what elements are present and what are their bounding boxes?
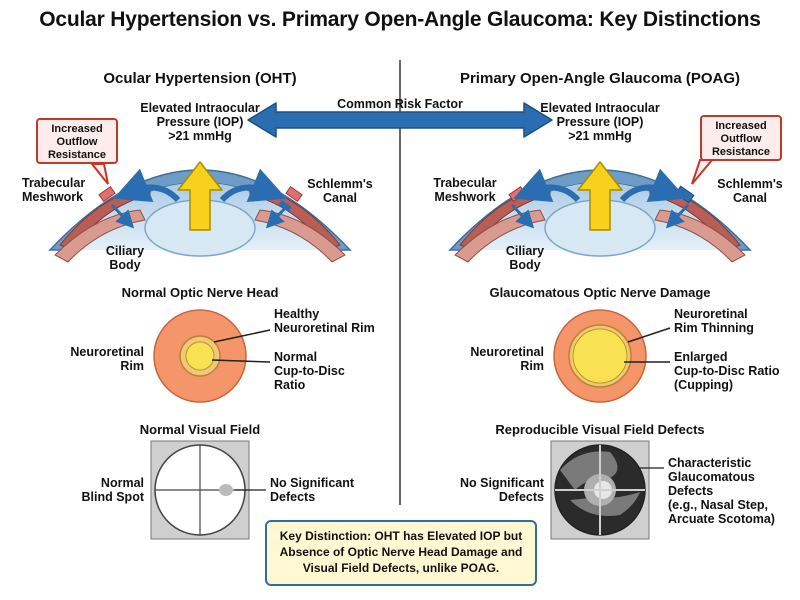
- callout-line: Outflow: [720, 133, 762, 145]
- left-ciliary-label: Ciliary Body: [95, 244, 155, 272]
- label-line: Ciliary: [105, 244, 145, 258]
- iop-line: Pressure (IOP): [556, 115, 644, 129]
- label-line: Blind Spot: [81, 490, 145, 504]
- label-line: Defects: [668, 484, 714, 498]
- iop-line: >21 mmHg: [168, 129, 232, 143]
- left-onh-top-label: Healthy Neuroretinal Rim: [274, 307, 394, 335]
- left-onh-bottom-label: Normal Cup-to-Disc Ratio: [274, 350, 374, 392]
- label-line: Canal: [322, 191, 358, 205]
- right-onh-rim-label: Neuroretinal Rim: [450, 345, 544, 373]
- key-distinction-box: Key Distinction: OHT has Elevated IOP bu…: [265, 520, 537, 586]
- left-vf-title: Normal Visual Field: [139, 422, 261, 437]
- label-line: Rim: [120, 359, 144, 373]
- label-line: Ratio: [274, 378, 306, 392]
- label-line: Arcuate Scotoma): [668, 512, 775, 526]
- label-line: Meshwork: [22, 190, 84, 204]
- right-iop-label: Elevated Intraocular Pressure (IOP) >21 …: [540, 101, 660, 143]
- label-line: Rim: [520, 359, 544, 373]
- label-line: Rim Thinning: [674, 321, 754, 335]
- label-line: Trabecular: [22, 176, 86, 190]
- right-outflow-callout: Increased Outflow Resistance: [700, 115, 782, 161]
- label-line: (Cupping): [674, 378, 734, 392]
- common-risk-label: Common Risk Factor: [337, 97, 463, 111]
- right-vf-title: Reproducible Visual Field Defects: [495, 422, 705, 437]
- right-vf-right-label: Characteristic Glaucomatous Defects (e.g…: [668, 456, 798, 526]
- right-ciliary-label: Ciliary Body: [495, 244, 555, 272]
- label-line: Neuroretinal: [70, 345, 144, 359]
- label-line: Normal: [100, 476, 144, 490]
- label-line: Neuroretinal: [674, 307, 748, 321]
- label-line: Cup-to-Disc Ratio: [674, 364, 780, 378]
- iop-line: >21 mmHg: [568, 129, 632, 143]
- right-trabecular-label: Trabecular Meshwork: [420, 176, 510, 204]
- label-line: Schlemm's: [307, 177, 373, 191]
- iop-line: Elevated Intraocular: [540, 101, 660, 115]
- label-line: Characteristic: [668, 456, 752, 470]
- left-trabecular-label: Trabecular Meshwork: [22, 176, 112, 204]
- label-line: Healthy: [274, 307, 320, 321]
- right-heading: Primary Open-Angle Glaucoma (POAG): [459, 70, 741, 87]
- callout-line: Outflow: [56, 136, 98, 148]
- label-line: Canal: [732, 191, 768, 205]
- right-onh-title: Glaucomatous Optic Nerve Damage: [489, 285, 711, 300]
- label-line: Enlarged: [674, 350, 728, 364]
- right-vf-left-label: No Significant Defects: [440, 476, 544, 504]
- left-iop-label: Elevated Intraocular Pressure (IOP) >21 …: [140, 101, 260, 143]
- label-line: Neuroretinal Rim: [274, 321, 375, 335]
- label-line: Schlemm's: [717, 177, 783, 191]
- label-line: Normal: [274, 350, 318, 364]
- left-schlemm-label: Schlemm's Canal: [300, 177, 380, 205]
- label-line: Defects: [498, 490, 544, 504]
- left-vf-right-label: No Significant Defects: [270, 476, 380, 504]
- left-outflow-callout: Increased Outflow Resistance: [36, 118, 118, 164]
- left-heading: Ocular Hypertension (OHT): [103, 70, 297, 87]
- right-schlemm-label: Schlemm's Canal: [710, 177, 790, 205]
- label-line: Ciliary: [505, 244, 545, 258]
- label-line: No Significant: [270, 476, 355, 490]
- callout-line: Increased: [51, 123, 103, 135]
- label-line: Neuroretinal: [470, 345, 544, 359]
- callout-line: Resistance: [711, 146, 771, 158]
- label-line: (e.g., Nasal Step,: [668, 498, 769, 512]
- callout-line: Increased: [715, 120, 767, 132]
- label-line: Meshwork: [434, 190, 496, 204]
- page-title: Ocular Hypertension vs. Primary Open-Ang…: [39, 8, 761, 31]
- right-onh-top-label: Neuroretinal Rim Thinning: [674, 307, 794, 335]
- label-line: Defects: [270, 490, 316, 504]
- label-line: No Significant: [459, 476, 544, 490]
- left-onh-title: Normal Optic Nerve Head: [121, 285, 279, 300]
- left-onh-rim-label: Neuroretinal Rim: [50, 345, 144, 373]
- iop-line: Elevated Intraocular: [140, 101, 260, 115]
- callout-line: Resistance: [47, 149, 107, 161]
- right-onh-bottom-label: Enlarged Cup-to-Disc Ratio (Cupping): [674, 350, 798, 392]
- label-line: Cup-to-Disc: [274, 364, 345, 378]
- label-line: Body: [109, 258, 141, 272]
- label-line: Trabecular: [433, 176, 497, 190]
- label-line: Glaucomatous: [668, 470, 755, 484]
- left-vf-left-label: Normal Blind Spot: [60, 476, 145, 504]
- iop-line: Pressure (IOP): [156, 115, 244, 129]
- label-line: Body: [509, 258, 541, 272]
